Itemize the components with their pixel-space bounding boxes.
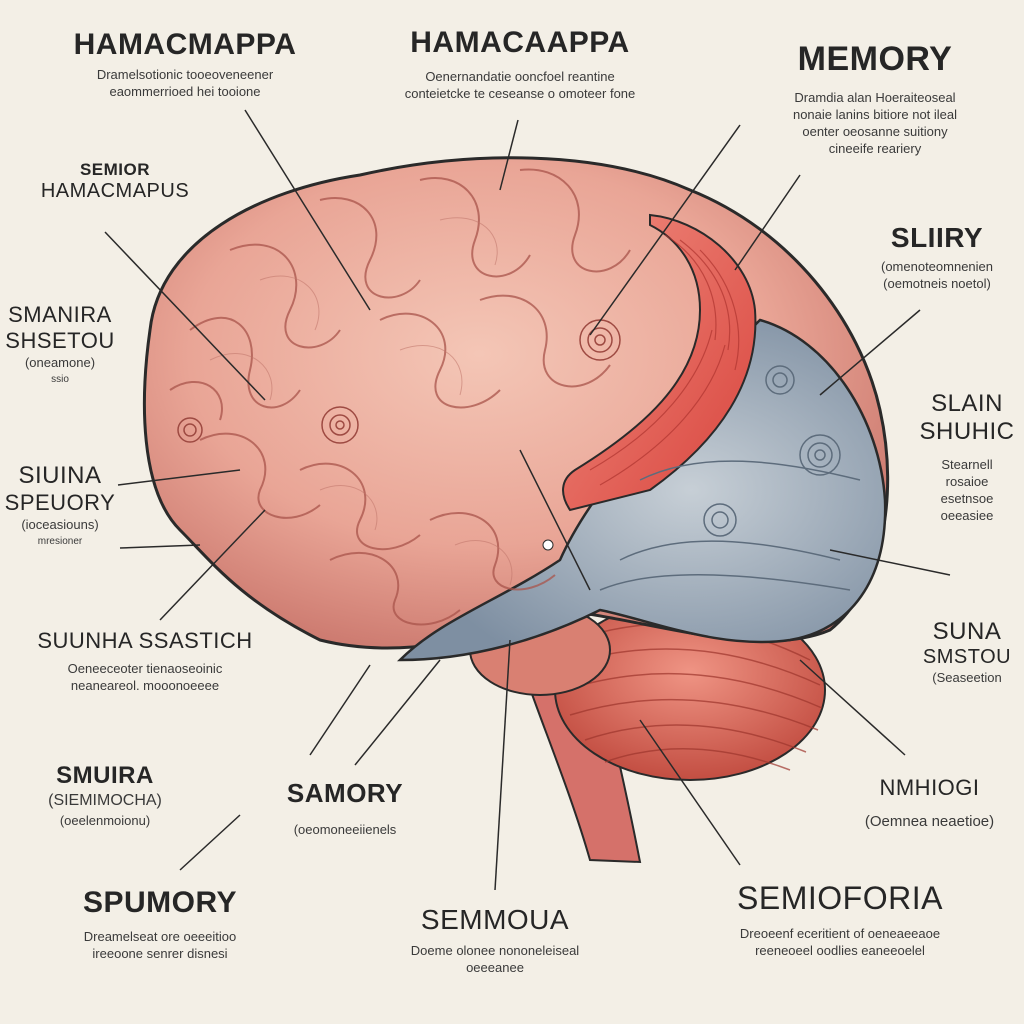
label-line: ireeoone senrer disnesi	[92, 946, 228, 961]
label-title: SEMIOR	[79, 160, 151, 179]
label-title: SIUINA	[18, 462, 102, 489]
label-title: NMHIOGI	[879, 775, 980, 800]
label-line: cineeife reariery	[828, 141, 922, 156]
label-line: oeeeanee	[466, 960, 524, 975]
label-title: SPUMORY	[82, 886, 238, 919]
label-line: reeneoeel oodlies eaneeoelel	[755, 943, 925, 958]
label-line: rosaioe	[945, 474, 989, 489]
label-line: oenter oeosanne suitiony	[802, 124, 948, 139]
label-right-1: SLIIRY (omenoteomnenien (oemotneis noeto…	[850, 222, 1024, 292]
label-title: SEMMOUA	[420, 904, 570, 935]
label-bottom-2: SEMMOUA Doeme olonee nononeleiseal oeeea…	[350, 904, 640, 976]
motor-strip	[562, 213, 757, 512]
label-line: (ioceasiouns)	[21, 517, 99, 532]
label-line: Oeneeceoter tienaoseoinic	[67, 661, 223, 676]
label-left-5: SMUIRA (SIEMIMOCHA) (oeelenmoionu)	[25, 762, 185, 829]
label-line: esetnsoe	[940, 491, 994, 506]
label-title: SMSTOU	[922, 646, 1012, 668]
label-line: (oneamone)	[24, 355, 96, 370]
label-title: SAMORY	[286, 778, 404, 808]
label-line: neaneareol. mooonoeeee	[70, 678, 220, 693]
label-line: Doeme olonee nononeleiseal	[410, 943, 580, 958]
label-line: (Oemnea neaetioe)	[864, 813, 995, 830]
label-line: (SIEMIMOCHA)	[48, 792, 162, 809]
label-title: HAMACAAPPA	[410, 26, 630, 59]
label-title: SPEUORY	[4, 490, 116, 515]
label-line: Oenernandatie ooncfoel reantine	[425, 69, 615, 84]
label-title: HAMACMAPUS	[40, 180, 190, 202]
label-line: Dreoeenf eceritient of oeneaeeaoe	[739, 926, 941, 941]
label-bottom-3: SEMIOFORIA Dreoeenf eceritient of oeneae…	[685, 880, 995, 959]
label-top-center: HAMACAAPPA Oenernandatie ooncfoel reanti…	[360, 26, 680, 102]
label-left-4: SUUNHA SSASTICH Oeneeceoter tienaoseoini…	[10, 628, 280, 694]
label-line: (oeomoneeiienels	[293, 822, 397, 837]
label-line: Dramdia alan Hoeraiteoseal	[794, 90, 956, 105]
label-left-2: SMANIRA SHSETOU (oneamone) ssio	[0, 302, 120, 388]
label-line: ssio	[51, 374, 69, 385]
label-left-6: SPUMORY Dreamelseat ore oeeeitioo ireeoo…	[20, 886, 300, 962]
label-line: (omenoteomnenien	[880, 259, 994, 274]
label-line: oeeasiee	[940, 508, 994, 523]
label-right-4: NMHIOGI (Oemnea neaetioe)	[835, 775, 1024, 830]
label-left-3: SIUINA SPEUORY (ioceasiouns) mresioner	[0, 462, 120, 550]
label-title: SMANIRA	[8, 302, 112, 327]
label-line: mresioner	[37, 536, 83, 547]
label-line: (oeelenmoionu)	[59, 813, 151, 828]
label-title: SHUHIC	[919, 418, 1015, 445]
label-line: eaommerrioed hei tooione	[109, 84, 261, 99]
label-title: SLAIN	[931, 390, 1003, 417]
label-line: (Seaseetion	[932, 670, 1002, 685]
label-title: HAMACMAPPA	[73, 28, 297, 61]
label-title: SMUIRA	[56, 762, 154, 789]
label-line: (oemotneis noetol)	[883, 276, 991, 291]
label-line: Dramelsotionic tooeoveneener	[96, 67, 274, 82]
label-title: MEMORY	[797, 40, 953, 78]
label-line: nonaie lanins bitiore not ileal	[792, 107, 958, 122]
label-top-right: MEMORY Dramdia alan Hoeraiteoseal nonaie…	[740, 40, 1010, 157]
label-title: SEMIOFORIA	[737, 880, 943, 916]
label-line: Dreamelseat ore oeeeitioo	[83, 929, 237, 944]
leader-lines	[104, 109, 951, 891]
label-right-2: SLAIN SHUHIC Stearnell rosaioe esetnsoe …	[910, 390, 1024, 524]
label-right-3: SUNA SMSTOU (Seaseetion	[910, 618, 1024, 686]
label-top-left: HAMACMAPPA Dramelsotionic tooeoveneener …	[30, 28, 340, 100]
label-title: SLIIRY	[890, 222, 984, 253]
label-line: Stearnell	[941, 457, 993, 472]
label-title: SUUNHA SSASTICH	[37, 628, 253, 653]
label-bottom-1: SAMORY (oeomoneeiienels	[250, 778, 440, 838]
label-left-1: SEMIOR HAMACMAPUS	[10, 160, 220, 203]
label-title: SHSETOU	[5, 328, 115, 353]
label-line: conteietcke te ceseanse o omoteer fone	[404, 86, 636, 101]
label-title: SUNA	[932, 618, 1002, 645]
